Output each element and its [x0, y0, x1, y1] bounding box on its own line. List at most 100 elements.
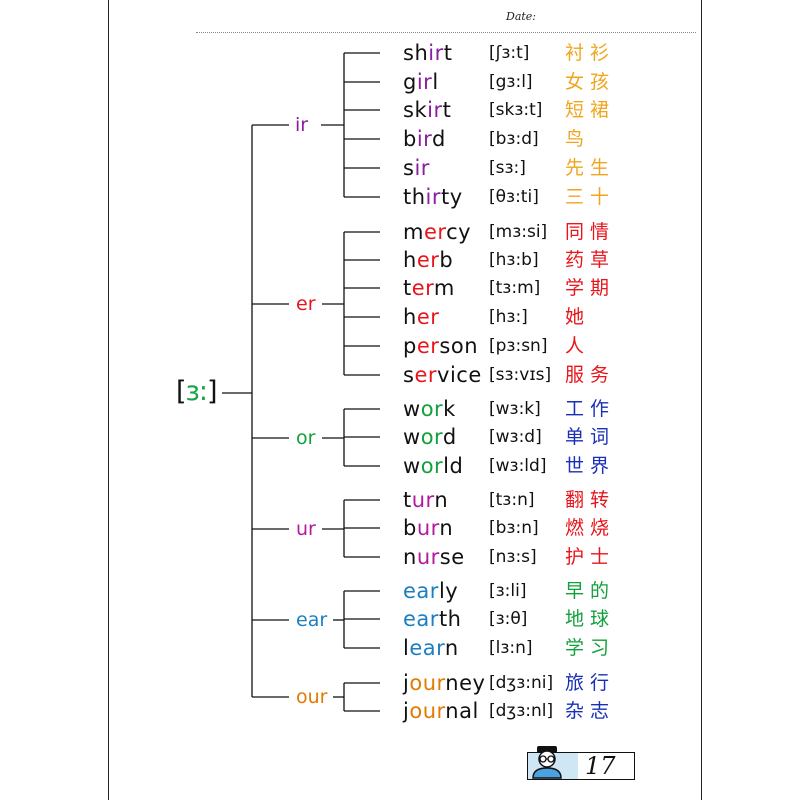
- word-prefix: s: [403, 363, 415, 387]
- word-highlight: er: [416, 248, 440, 272]
- word-suffix: n: [444, 636, 459, 660]
- chinese-meaning: 人: [565, 335, 591, 357]
- header-dotted-line: [196, 32, 696, 33]
- word-suffix: ty: [441, 185, 463, 209]
- word-prefix: g: [403, 70, 417, 94]
- word-highlight: ir: [416, 127, 432, 151]
- chinese-meaning: 学期: [565, 277, 616, 299]
- word-suffix: se: [439, 545, 465, 569]
- word-prefix: p: [403, 334, 417, 358]
- phonetic-transcription: [wɜ:d]: [489, 427, 542, 447]
- word-her: her: [403, 305, 439, 329]
- group-label-ear: ear: [296, 609, 328, 631]
- chinese-meaning: 同情: [565, 221, 616, 243]
- word-suffix: b: [439, 248, 454, 272]
- word-highlight: our: [409, 699, 446, 723]
- word-prefix: sh: [403, 41, 429, 65]
- word-burn: burn: [403, 516, 453, 540]
- phonetic-transcription: [ʃɜ:t]: [489, 43, 530, 63]
- word-highlight: or: [420, 454, 444, 478]
- word-suffix: nal: [445, 699, 479, 723]
- word-herb: herb: [403, 248, 453, 272]
- date-label: Date:: [506, 10, 537, 23]
- phonetic-transcription: [gɜ:l]: [489, 72, 533, 92]
- phonetic-transcription: [bɜ:d]: [489, 129, 539, 149]
- phonetic-transcription: [tɜ:m]: [489, 278, 541, 298]
- word-highlight: ur: [411, 488, 435, 512]
- word-early: early: [403, 579, 458, 603]
- word-word: word: [403, 425, 457, 449]
- word-highlight: er: [416, 305, 440, 329]
- chinese-meaning: 短裙: [565, 99, 616, 121]
- chinese-meaning: 旅行: [565, 672, 616, 694]
- group-label-our: our: [296, 686, 328, 708]
- word-suffix: k: [443, 397, 456, 421]
- word-prefix: w: [403, 454, 421, 478]
- chinese-meaning: 先生: [565, 157, 616, 179]
- chinese-meaning: 单词: [565, 426, 616, 448]
- word-prefix: m: [403, 220, 424, 244]
- word-suffix: n: [439, 516, 454, 540]
- phonetic-transcription: [hɜ:]: [489, 307, 528, 327]
- word-prefix: l: [403, 636, 410, 660]
- word-suffix: th: [438, 607, 462, 631]
- chinese-meaning: 翻转: [565, 489, 616, 511]
- word-highlight: er: [411, 276, 434, 300]
- phonetic-transcription: [dʒɜ:nl]: [489, 701, 554, 721]
- phonetic-transcription: [ɜ:li]: [489, 581, 527, 601]
- chinese-meaning: 学习: [565, 637, 616, 659]
- phonetic-transcription: [tɜ:n]: [489, 490, 535, 510]
- word-prefix: b: [403, 127, 417, 151]
- word-nurse: nurse: [403, 545, 465, 569]
- word-suffix: son: [439, 334, 479, 358]
- chinese-meaning: 鸟: [565, 128, 591, 150]
- word-suffix: t: [443, 41, 453, 65]
- phonetic-transcription: [sɜ:]: [489, 158, 526, 178]
- word-turn: turn: [403, 488, 448, 512]
- phonetic-transcription: [pɜ:sn]: [489, 336, 548, 356]
- phonetic-transcription: [lɜ:n]: [489, 638, 533, 658]
- chinese-meaning: 燃烧: [565, 517, 616, 539]
- chinese-meaning: 地球: [565, 608, 616, 630]
- word-highlight: ir: [414, 156, 430, 180]
- group-label-or: or: [296, 427, 316, 449]
- word-highlight: ir: [416, 70, 433, 94]
- word-highlight: ur: [416, 545, 440, 569]
- word-girl: girl: [403, 70, 439, 94]
- word-prefix: j: [403, 671, 410, 695]
- chinese-meaning: 她: [565, 306, 591, 328]
- word-suffix: cy: [446, 220, 472, 244]
- word-work: work: [403, 397, 456, 421]
- phonetic-transcription: [wɜ:k]: [489, 399, 541, 419]
- word-sir: sir: [403, 156, 430, 180]
- chinese-meaning: 护士: [565, 546, 616, 568]
- phonetic-transcription: [θɜ:ti]: [489, 187, 539, 207]
- word-highlight: ir: [425, 185, 442, 209]
- word-suffix: n: [434, 488, 449, 512]
- word-prefix: th: [403, 185, 426, 209]
- word-prefix: sk: [403, 98, 428, 122]
- word-highlight: our: [409, 671, 446, 695]
- word-prefix: h: [403, 248, 417, 272]
- page-number: 17: [585, 752, 616, 780]
- word-learn: learn: [403, 636, 459, 660]
- phonetic-transcription: [mɜ:si]: [489, 222, 548, 242]
- word-prefix: t: [403, 488, 412, 512]
- word-suffix: l: [432, 70, 439, 94]
- phonetic-transcription: [sɜ:vɪs]: [489, 365, 552, 385]
- group-label-ur: ur: [296, 518, 316, 540]
- word-highlight: er: [416, 334, 440, 358]
- word-highlight: ear: [403, 579, 439, 603]
- word-suffix: ly: [438, 579, 459, 603]
- word-prefix: t: [403, 276, 412, 300]
- phoneme-root: [ɜ:]: [176, 376, 218, 407]
- word-journal: journal: [403, 699, 479, 723]
- chinese-meaning: 药草: [565, 249, 616, 271]
- word-suffix: d: [442, 425, 457, 449]
- word-highlight: ur: [416, 516, 440, 540]
- chinese-meaning: 早的: [565, 580, 616, 602]
- chinese-meaning: 杂志: [565, 700, 616, 722]
- word-service: service: [403, 363, 482, 387]
- word-suffix: t: [442, 98, 452, 122]
